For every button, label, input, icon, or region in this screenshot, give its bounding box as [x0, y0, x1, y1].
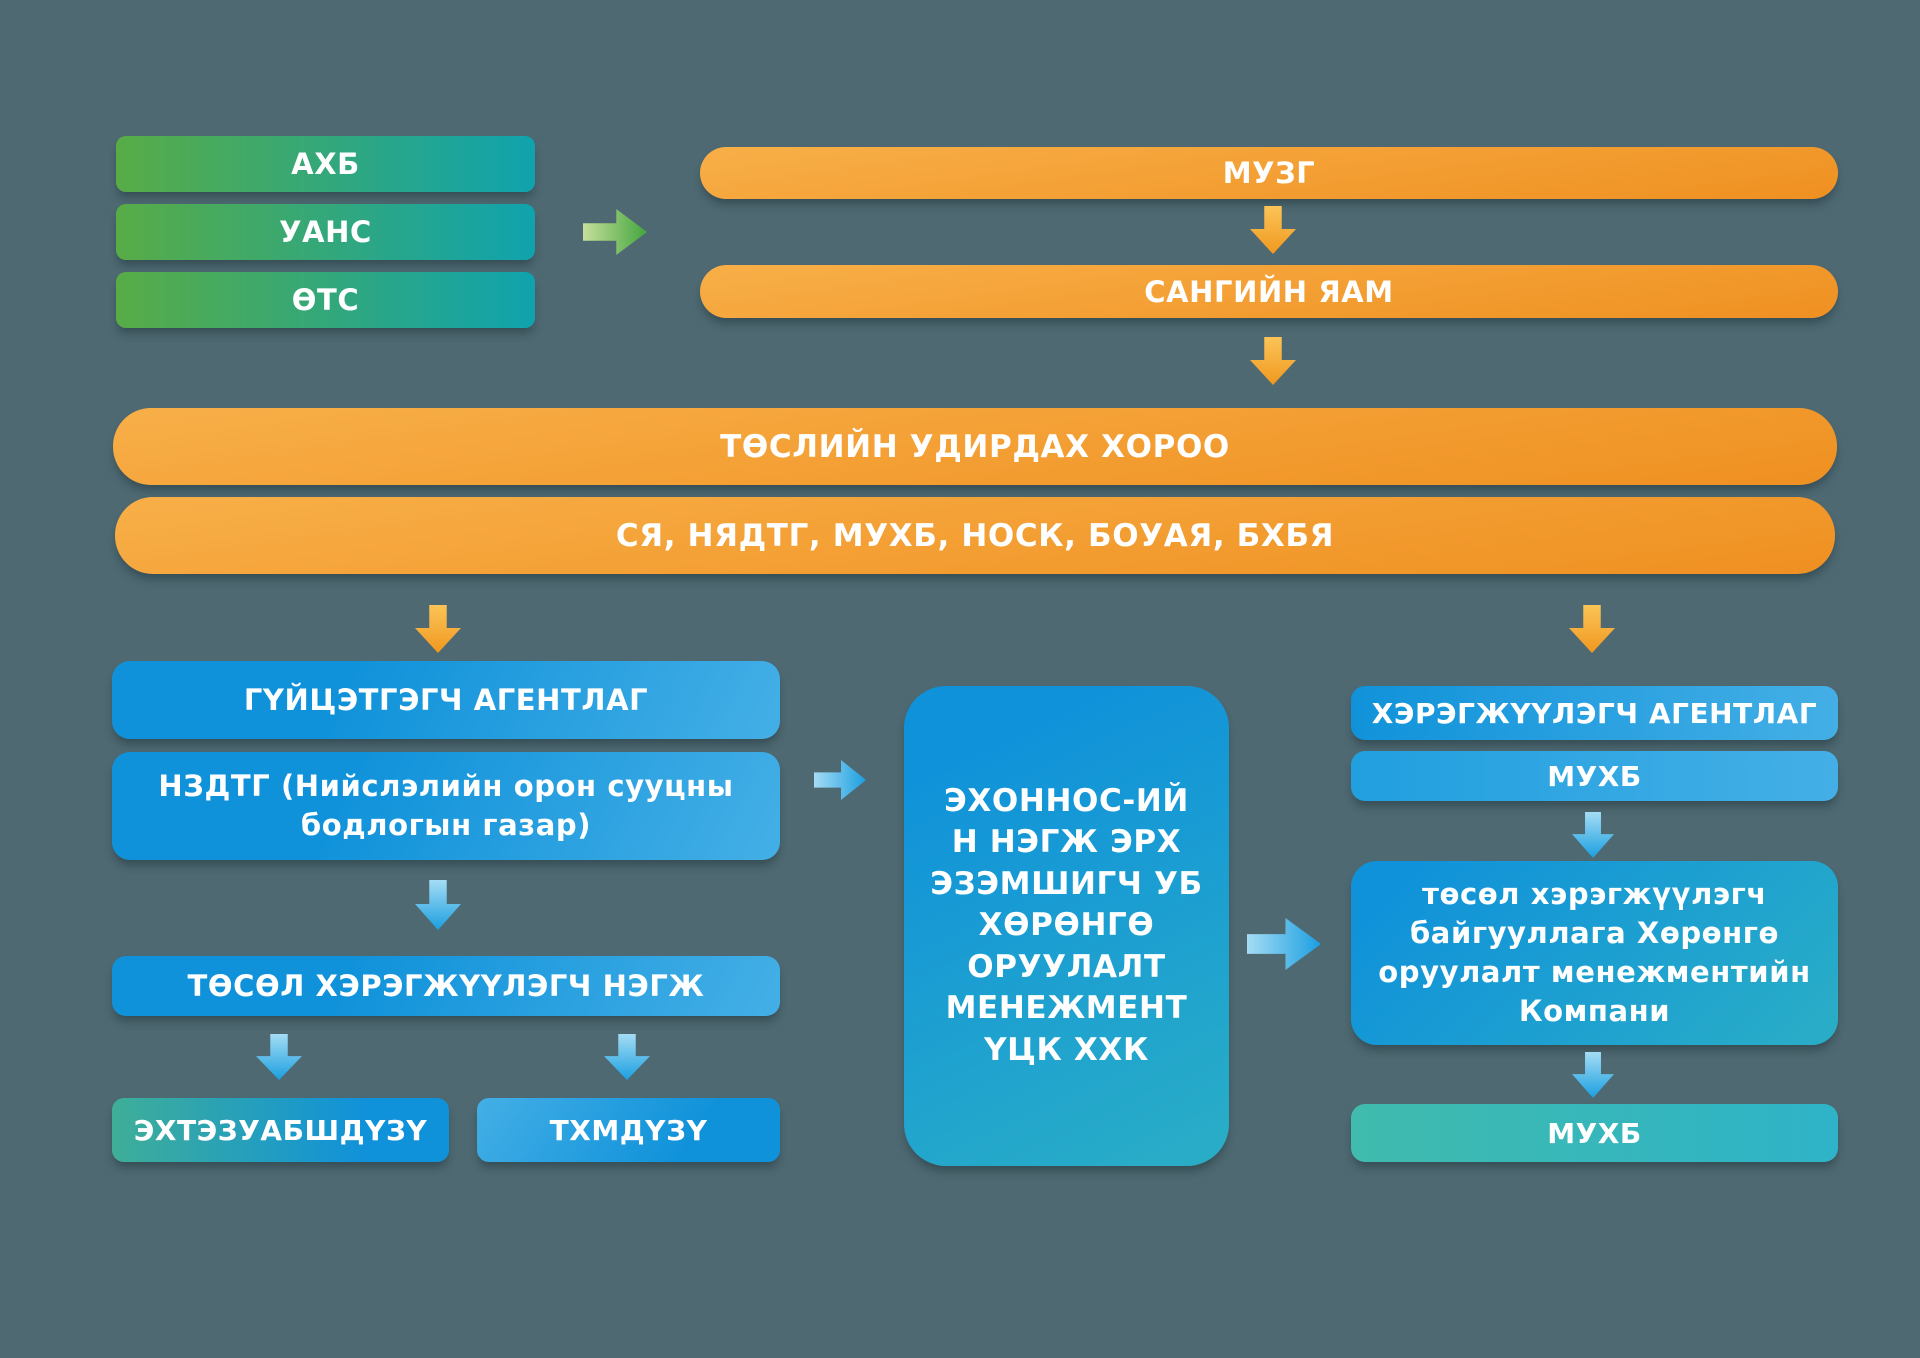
- node-ehonnos-owner: ЭХОННОС-ИЙ Н НЭГЖ ЭРХ ЭЗЭМШИГЧ УБ ХӨРӨНГ…: [904, 686, 1229, 1166]
- node-ots: ӨТС: [116, 272, 535, 328]
- node-ministry-of-finance: САНГИЙН ЯАМ: [700, 265, 1838, 318]
- node-uans: УАНС: [116, 204, 535, 260]
- node-executing-agency-title: ГҮЙЦЭТГЭГЧ АГЕНТЛАГ: [112, 661, 780, 739]
- node-muhb-bank: МУХБ: [1351, 1104, 1838, 1162]
- node-muhb-agency: МУХБ: [1351, 751, 1838, 801]
- node-ehtezuabshduzu: ЭХТЭЗУАБШДҮЗҮ: [112, 1098, 449, 1162]
- arrow-down-icon: [1569, 605, 1615, 653]
- arrow-down-icon: [604, 1034, 650, 1080]
- arrow-down-icon: [415, 605, 461, 653]
- node-implementing-agency-title: ХЭРЭГЖҮҮЛЭГЧ АГЕНТЛАГ: [1351, 686, 1838, 740]
- node-project-implementation-unit: ТӨСӨЛ ХЭРЭГЖҮҮЛЭГЧ НЭГЖ: [112, 956, 780, 1016]
- arrow-down-icon: [1250, 206, 1296, 254]
- node-committee-members: СЯ, НЯДТГ, МУХБ, НОСК, БОУАЯ, БХБЯ: [115, 497, 1835, 574]
- arrow-right-icon: [1247, 918, 1321, 970]
- arrow-down-icon: [415, 880, 461, 930]
- node-investment-management-company: төсөл хэрэгжүүлэгч байгууллага Хөрөнгө о…: [1351, 861, 1838, 1045]
- arrow-down-icon: [1572, 1052, 1614, 1098]
- node-steering-committee: ТӨСЛИЙН УДИРДАХ ХОРОО: [113, 408, 1837, 485]
- arrow-down-icon: [256, 1034, 302, 1080]
- arrow-right-icon: [814, 760, 866, 800]
- node-muzg: МУЗГ: [700, 147, 1838, 199]
- arrow-right-icon: [583, 209, 647, 255]
- arrow-down-icon: [1572, 812, 1614, 858]
- node-nzdtg: НЗДТГ (Нийслэлийн орон сууцны бодлогын г…: [112, 752, 780, 860]
- node-adb: АХБ: [116, 136, 535, 192]
- node-thmduzu: ТХМДҮЗҮ: [477, 1098, 780, 1162]
- arrow-down-icon: [1250, 337, 1296, 385]
